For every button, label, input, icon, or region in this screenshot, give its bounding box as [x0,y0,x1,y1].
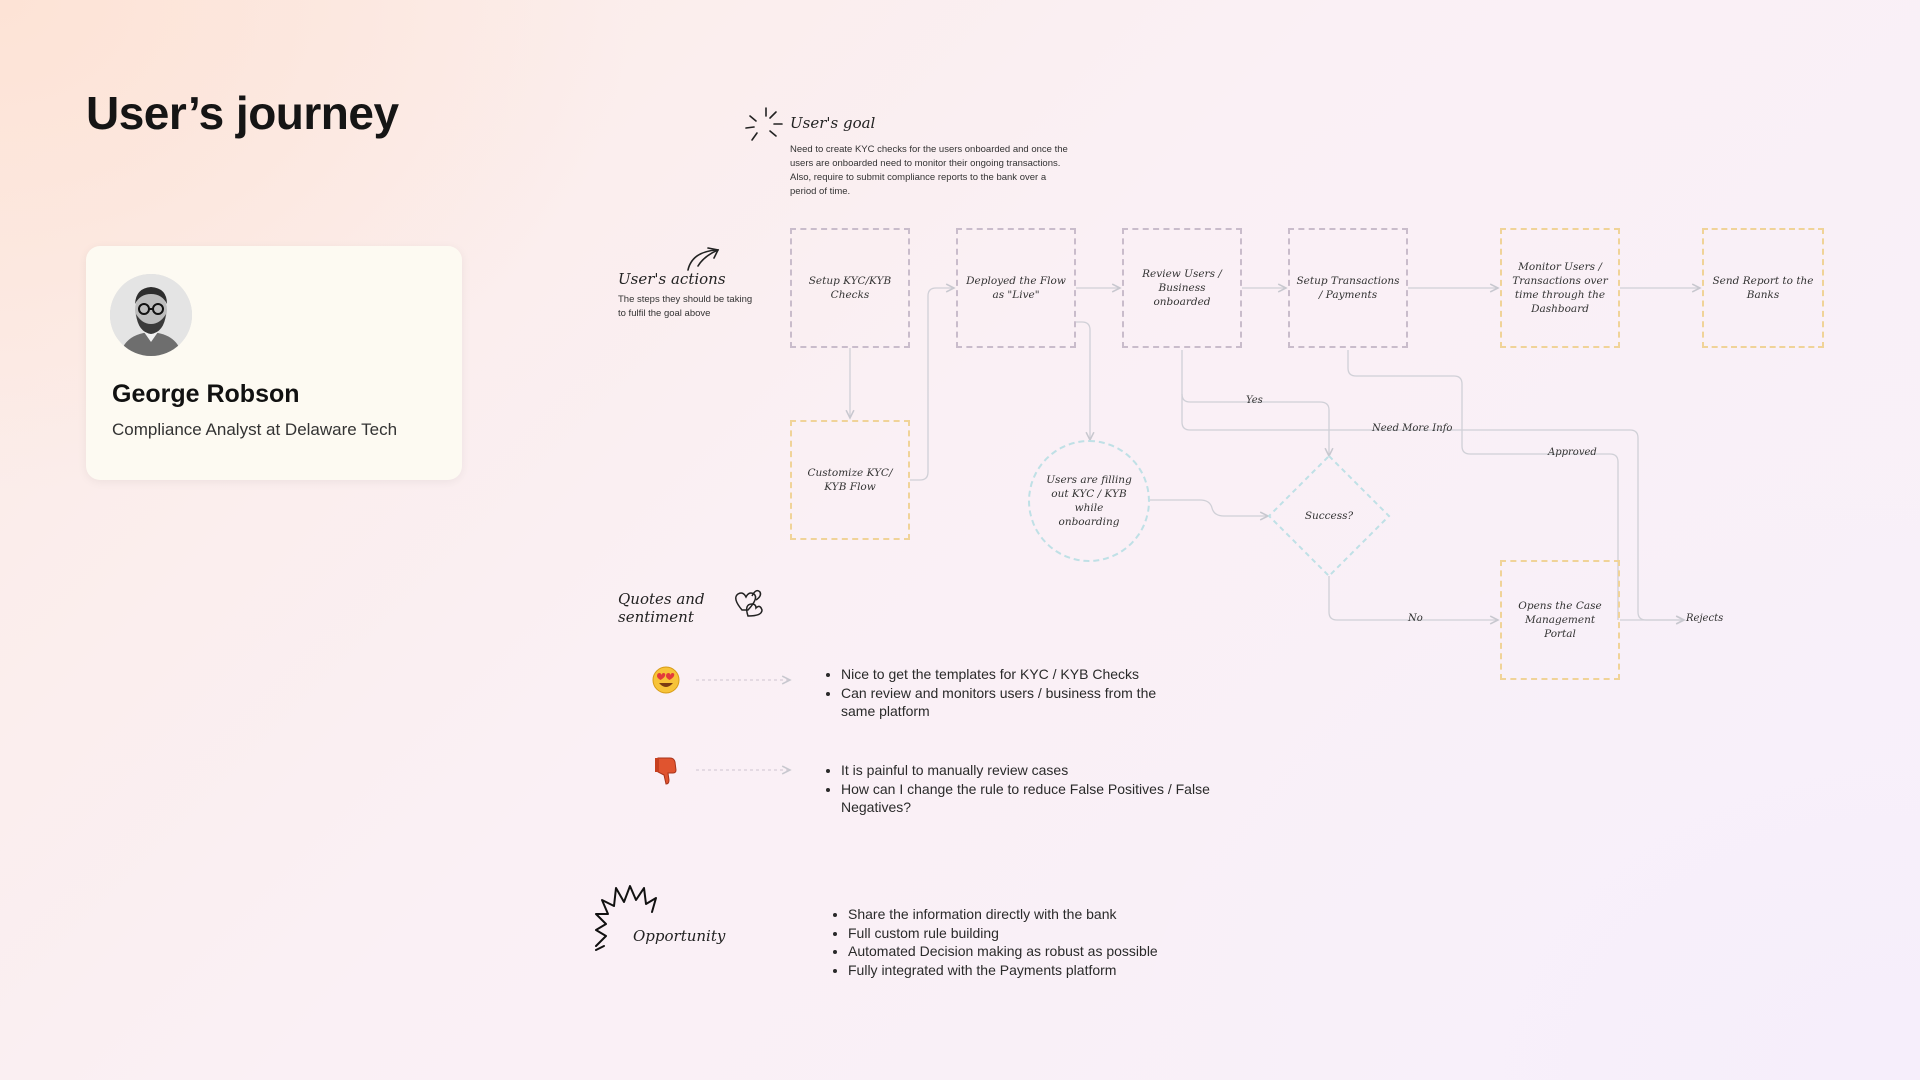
actions-label: User's actions [618,270,726,288]
positive-quote-item: Nice to get the templates for KYC / KYB … [841,665,1191,684]
edge-filling-success [1150,499,1268,516]
opportunity-item: Fully integrated with the Payments platf… [848,961,1228,980]
node-users-filling: Users are filling out KYC / KYB while on… [1028,440,1150,562]
opportunity-item: Automated Decision making as robust as p… [848,942,1228,961]
goal-label: User's goal [790,114,876,132]
node-send-report: Send Report to the Banks [1702,228,1824,348]
sentiment-label: Quotes and sentiment [618,590,705,626]
persona-role: Compliance Analyst at Delaware Tech [112,420,398,439]
opportunity-label: Opportunity [633,927,726,945]
thumbs-down-emoji-icon [654,756,680,790]
persona-name: George Robson [112,380,300,408]
edge-customize-deployed [910,288,954,481]
sparkle-icon [745,107,783,141]
hearts-icon [735,589,763,617]
opportunity-item: Full custom rule building [848,924,1228,943]
edge-label-yes: Yes [1246,395,1263,406]
negative-quotes-list: It is painful to manually review cases H… [825,761,1211,817]
edge-label-rejects: Rejects [1686,613,1724,624]
page-title: User’s journey [86,87,399,139]
edge-deployed-filling [1076,321,1090,440]
positive-quotes-list: Nice to get the templates for KYC / KYB … [825,665,1191,721]
arrow-up-right-icon [687,247,720,271]
negative-quote-item: How can I change the rule to reduce Fals… [841,780,1211,817]
positive-quote-item: Can review and monitors users / business… [841,684,1191,721]
edge-label-no: No [1408,613,1423,624]
node-success-decision: Success? [1304,510,1354,522]
node-deployed-flow: Deployed the Flow as "Live" [956,228,1076,348]
edge-label-approved: Approved [1548,447,1597,458]
negative-quote-item: It is painful to manually review cases [841,761,1211,780]
persona-card: George Robson Compliance Analyst at Dela… [86,246,462,480]
node-monitor-users: Monitor Users / Transactions over time t… [1500,228,1620,348]
actions-text: The steps they should be taking to fulfi… [618,294,753,319]
opportunity-list: Share the information directly with the … [832,905,1228,979]
node-setup-kyc: Setup KYC/KYB Checks [790,228,910,348]
node-setup-transactions: Setup Transactions / Payments [1288,228,1408,348]
goal-text: Need to create KYC checks for the users … [790,144,1068,197]
heart-eyes-emoji-icon [652,666,680,698]
node-customize-flow: Customize KYC/ KYB Flow [790,420,910,540]
opportunity-item: Share the information directly with the … [848,905,1228,924]
edge-label-need-info: Need More Info [1372,423,1453,434]
node-review-users: Review Users / Business onboarded [1122,228,1242,348]
avatar [110,274,192,356]
node-case-management: Opens the Case Management Portal [1500,560,1620,680]
